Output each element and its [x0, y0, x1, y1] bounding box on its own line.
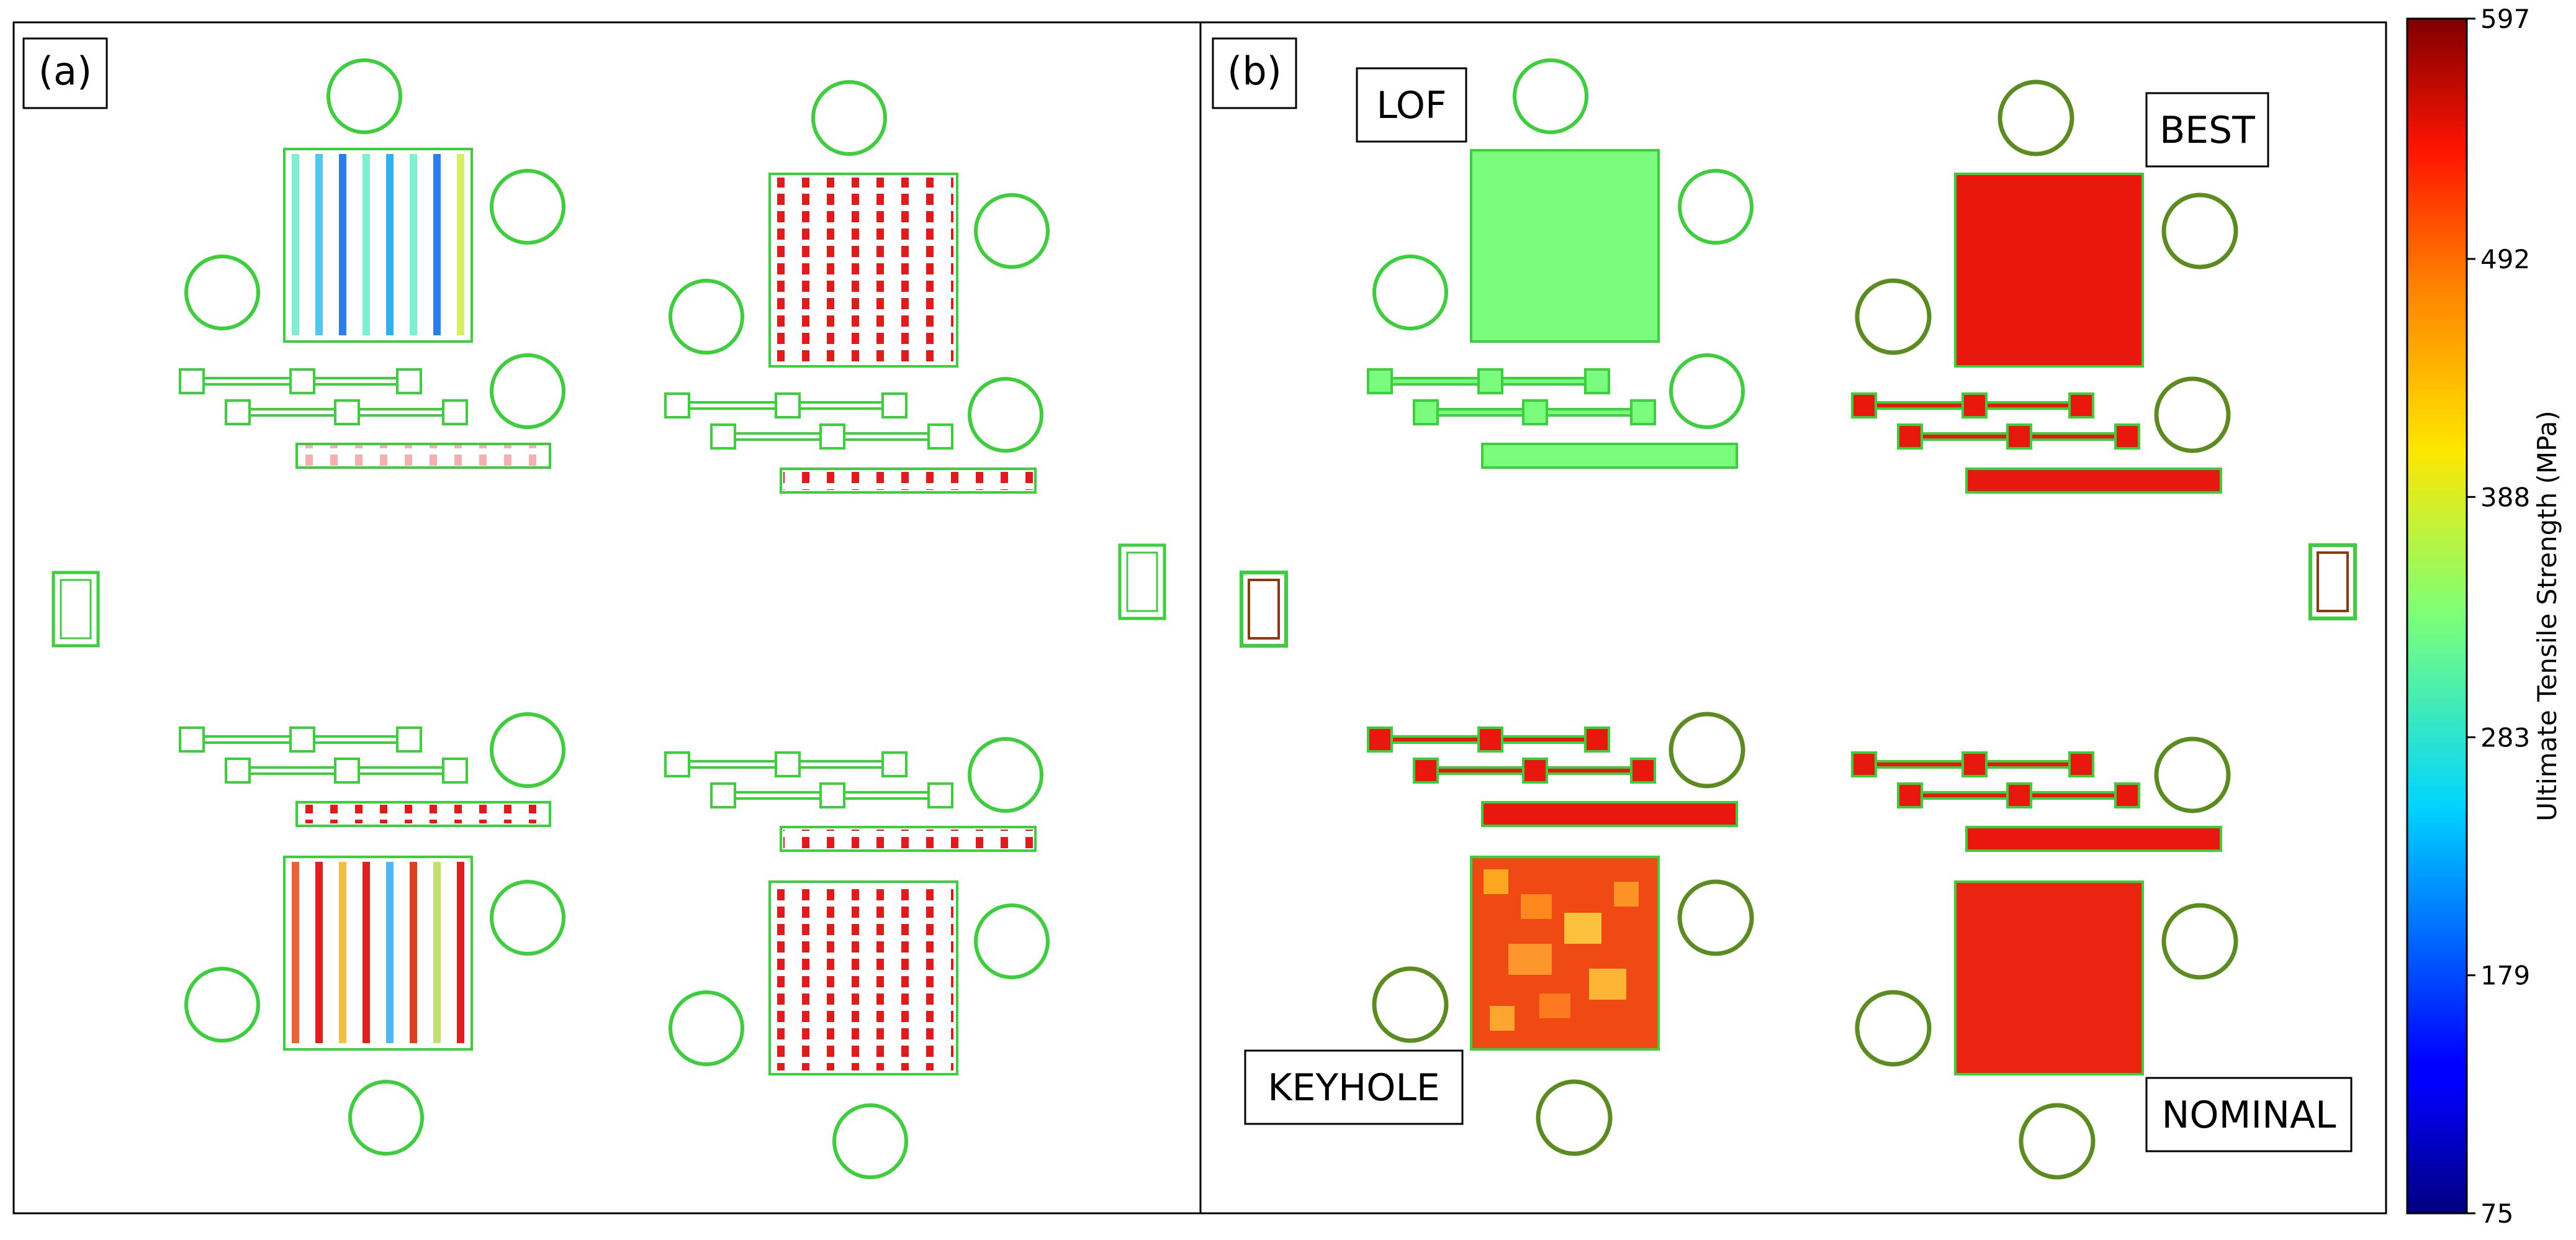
- cube-nominal: [1954, 880, 2144, 1075]
- colorbar-tick-label: 492: [2480, 244, 2530, 274]
- side-block: [1118, 543, 1166, 620]
- ring-part: [184, 255, 260, 330]
- ring-part: [490, 880, 565, 956]
- ring-part: [1669, 712, 1745, 789]
- label-keyhole-text: KEYHOLE: [1268, 1066, 1440, 1110]
- ring-part: [1536, 1079, 1613, 1156]
- colorbar-title: Ultimate Tensile Strength (MPa): [2532, 410, 2562, 821]
- ring-part: [974, 193, 1050, 269]
- cube-lof: [1470, 149, 1660, 343]
- panel-a-specimen-keyhole: [179, 712, 565, 1156]
- panel-a-specimen-nominal: [664, 737, 1050, 1179]
- label-nominal-text: NOMINAL: [2162, 1093, 2337, 1137]
- ring-part: [2161, 903, 2238, 980]
- ring-part: [669, 279, 744, 355]
- colorbar: 597 492 388 283 179 75 Ultimate Tensile Stren…: [2406, 4, 2562, 1229]
- ring-part: [1855, 278, 1932, 355]
- ring-part: [832, 1103, 908, 1179]
- tensile-bars: [179, 368, 551, 469]
- tensile-bars: [1851, 751, 2222, 852]
- panel-b-frame: [1199, 21, 2387, 1215]
- colorbar-tick-label: 75: [2480, 1198, 2513, 1229]
- ring-part: [2154, 376, 2231, 453]
- colorbar-gradient: [2406, 17, 2468, 1215]
- tensile-bars: [1851, 392, 2222, 494]
- ring-part: [490, 712, 565, 788]
- colorbar-tick-label: 597: [2480, 4, 2530, 34]
- panel-b-specimen-keyhole: KEYHOLE: [1244, 712, 1754, 1156]
- ring-part: [1372, 966, 1449, 1043]
- ring-part: [1997, 79, 2074, 156]
- ring-part: [2154, 736, 2231, 813]
- cube-best: [1954, 173, 2144, 368]
- ring-part: [490, 353, 565, 429]
- ring-part: [1372, 255, 1448, 330]
- colorbar-tick-label: 283: [2480, 722, 2530, 753]
- label-nominal: NOMINAL: [2145, 1077, 2353, 1152]
- tracks-mixed-low: [292, 154, 464, 335]
- label-best: BEST: [2145, 92, 2269, 168]
- ring-part: [490, 169, 565, 245]
- label-lof: LOF: [1356, 67, 1467, 143]
- colorbar-ticks: 597 492 388 283 179 75: [2467, 4, 2530, 1229]
- tracks-red: [773, 885, 953, 1070]
- ring-part: [2161, 192, 2238, 269]
- tensile-bars: [1367, 726, 1738, 827]
- side-block: [1240, 571, 1288, 648]
- label-lof-text: LOF: [1376, 84, 1446, 127]
- ring-part: [669, 990, 744, 1066]
- tensile-bars: [1367, 368, 1738, 469]
- ring-part: [1513, 58, 1588, 134]
- panel-b-specimen-lof: LOF: [1356, 58, 1754, 469]
- panel-a-label-box: (a): [22, 37, 108, 109]
- ring-part: [1855, 990, 1932, 1067]
- tensile-bars: [664, 751, 1037, 852]
- ring-part: [968, 377, 1043, 453]
- keyhole-mottling: [1484, 869, 1639, 1031]
- ring-part: [327, 58, 402, 134]
- colorbar-tick-label: 388: [2480, 482, 2530, 512]
- ring-part: [1678, 169, 1754, 245]
- ring-part: [2019, 1103, 2096, 1180]
- ring-part: [348, 1080, 424, 1156]
- side-block: [52, 571, 100, 648]
- tensile-bars: [179, 726, 551, 827]
- cube-scan-tracks: [283, 856, 473, 1051]
- panel-b-label-box: (b): [1212, 37, 1297, 109]
- panel-b-build-plate: LOF BEST: [1240, 58, 2357, 1180]
- ring-part: [974, 903, 1050, 979]
- label-keyhole: KEYHOLE: [1244, 1049, 1464, 1125]
- panel-b-label: (b): [1227, 48, 1282, 94]
- ring-part: [968, 737, 1043, 813]
- label-best-text: BEST: [2159, 109, 2255, 152]
- tracks-red: [773, 178, 953, 363]
- tensile-bars: [664, 392, 1037, 494]
- cube-scan-tracks: [283, 148, 473, 343]
- panel-a-frame: [12, 21, 1202, 1215]
- panel-a-specimen-lof: [179, 58, 565, 469]
- panel-b-specimen-nominal: NOMINAL: [1851, 736, 2353, 1180]
- ring-part: [1669, 353, 1745, 429]
- panel-b-specimen-best: BEST: [1851, 79, 2269, 494]
- colorbar-tick-label: 179: [2480, 961, 2530, 991]
- side-block: [2308, 543, 2357, 620]
- ring-part: [1677, 879, 1754, 956]
- panel-a-label: (a): [38, 48, 92, 94]
- panel-a-specimen-best: [664, 80, 1050, 494]
- ring-part: [811, 80, 887, 156]
- tracks-mixed-high: [292, 862, 464, 1043]
- ring-part: [184, 967, 260, 1043]
- panel-a-build-plate: [52, 58, 1166, 1179]
